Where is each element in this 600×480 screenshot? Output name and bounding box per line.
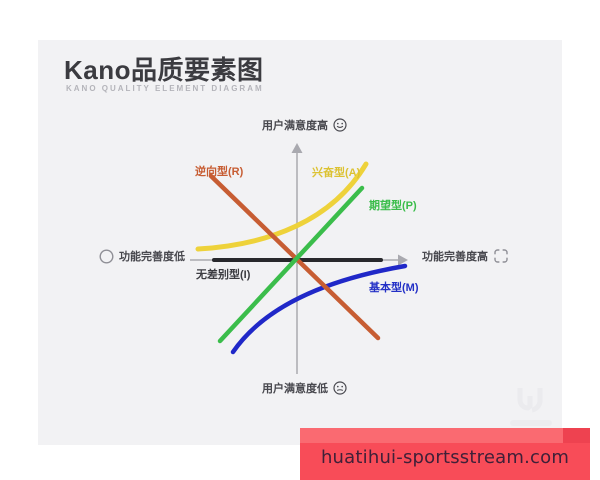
curve-label-indifferent: 无差别型(I) — [196, 269, 251, 281]
sad-face-icon — [333, 381, 347, 395]
banner-url-text: huatihui-sportsstream.com — [320, 446, 570, 468]
axis-label-right-text: 功能完善度高 — [422, 251, 488, 263]
axis-label-left-text: 功能完善度低 — [119, 251, 185, 263]
page-title: Kano品质要素图 — [64, 55, 264, 85]
curve-label-excitement: 兴奋型(A) — [312, 167, 361, 179]
notched-square-icon — [493, 248, 509, 264]
circle-icon — [99, 248, 114, 264]
axis-label-right: 功能完善度高 — [422, 248, 509, 264]
banner-corner-block — [563, 428, 590, 443]
axis-label-left: 功能完善度低 — [99, 248, 185, 264]
axis-label-top: 用户满意度高 — [262, 117, 347, 133]
banner-top-strip — [300, 428, 563, 443]
watermark-logo — [510, 388, 552, 426]
page-subtitle: KANO QUALITY ELEMENT DIAGRAM — [66, 84, 264, 93]
curve-label-basic: 基本型(M) — [369, 282, 419, 294]
watermark-banner: huatihui-sportsstream.com — [300, 428, 590, 480]
curve-label-expected: 期望型(P) — [369, 200, 417, 212]
smile-face-icon — [333, 118, 347, 132]
axis-label-top-text: 用户满意度高 — [262, 120, 328, 132]
curve-label-reverse: 逆向型(R) — [195, 166, 244, 178]
axis-label-bottom-text: 用户满意度低 — [262, 383, 328, 395]
axis-label-bottom: 用户满意度低 — [262, 380, 347, 396]
